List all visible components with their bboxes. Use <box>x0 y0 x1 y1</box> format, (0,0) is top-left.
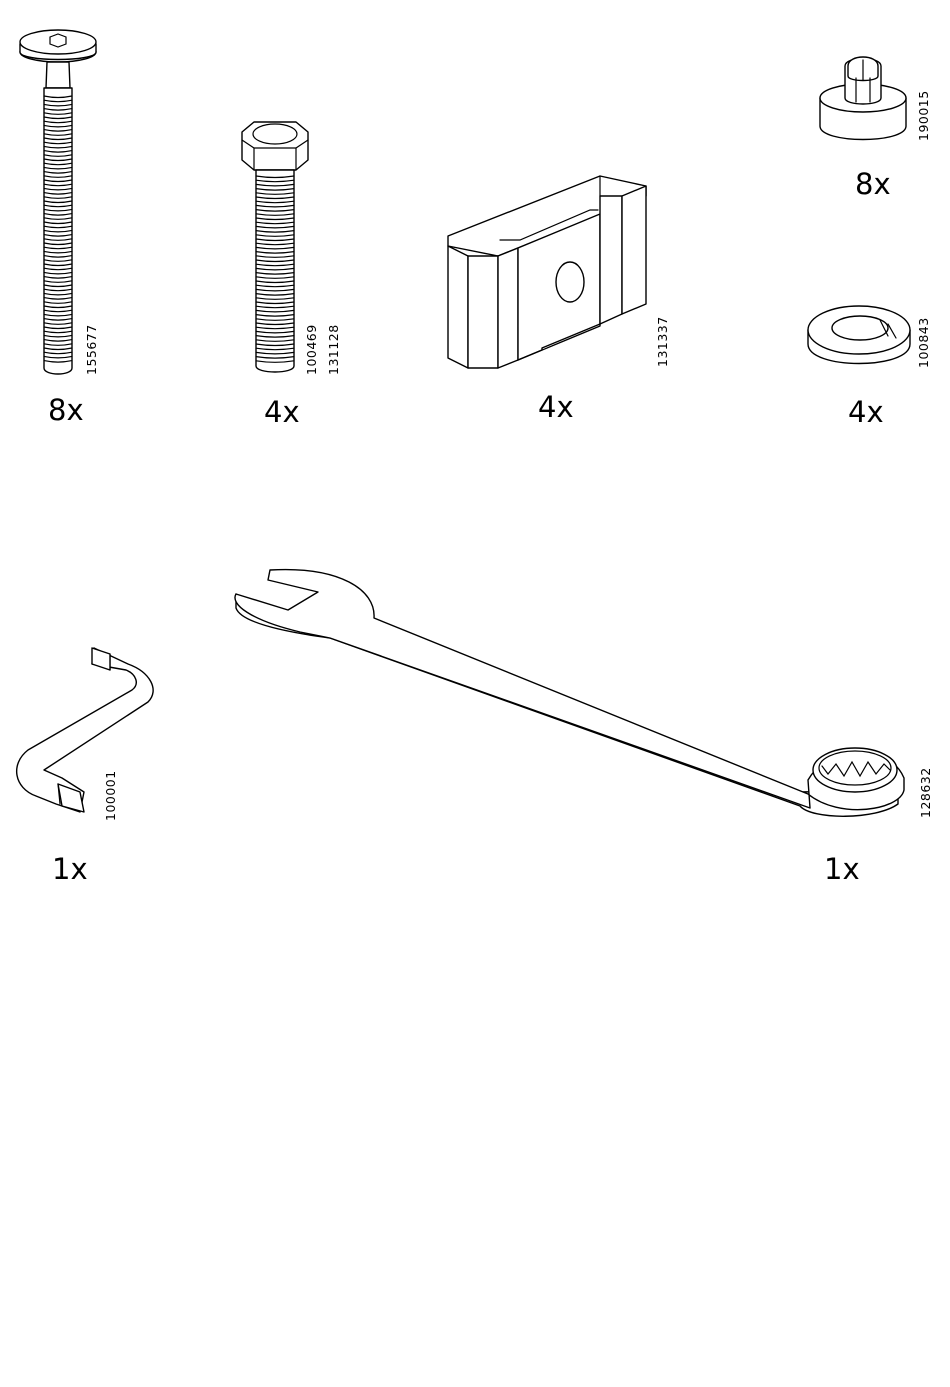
part-quantity: 1x <box>824 855 860 884</box>
part-code: 128632 <box>920 767 933 818</box>
